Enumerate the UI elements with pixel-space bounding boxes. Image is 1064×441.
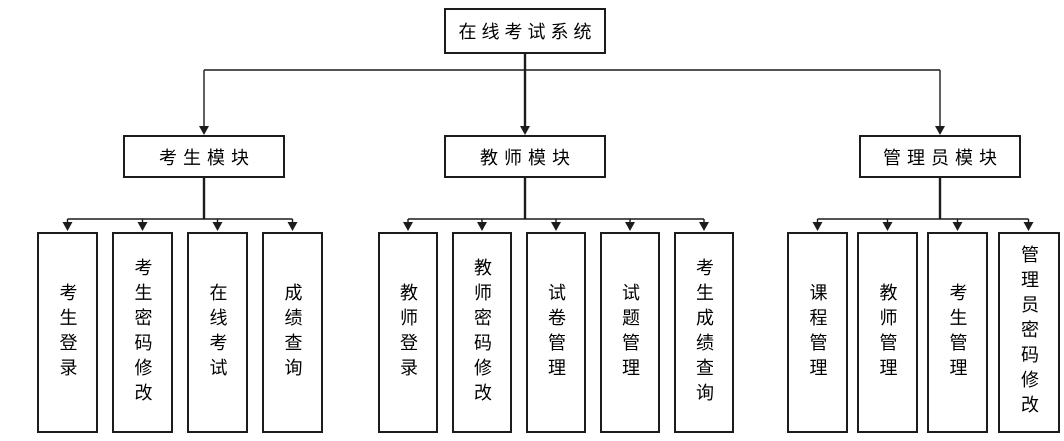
node-label: 课程管理 xyxy=(807,282,828,383)
node-label: 考生模块 xyxy=(159,147,255,168)
node-label: 教师密码修改 xyxy=(472,257,492,408)
arrow-head xyxy=(403,222,413,231)
arrow-head xyxy=(62,222,73,231)
node-label: 考生登录 xyxy=(57,282,78,383)
node-admin-password-change: 管理员密码修改 xyxy=(998,232,1060,433)
arrow-head xyxy=(699,222,709,231)
arrow-head xyxy=(1023,222,1034,231)
arrow-head xyxy=(952,222,963,231)
node-label: 试卷管理 xyxy=(546,282,566,383)
connector-root-to-modules xyxy=(199,54,945,135)
node-label: 考生成绩查询 xyxy=(694,257,714,408)
arrow-head xyxy=(551,222,561,231)
connector-admin-group xyxy=(812,178,1034,231)
node-course-management: 课程管理 xyxy=(787,232,848,433)
node-label: 管理员模块 xyxy=(883,147,1003,168)
connector-candidate-group xyxy=(62,178,298,231)
node-label: 教师登录 xyxy=(398,282,418,383)
arrow-head xyxy=(212,222,223,231)
arrow-head xyxy=(812,222,823,231)
node-label: 考生密码修改 xyxy=(132,257,153,408)
node-label: 教师管理 xyxy=(877,282,898,383)
node-module-teacher: 教师模块 xyxy=(444,135,606,178)
node-online-exam-system: 在线考试系统 xyxy=(444,8,606,54)
node-online-exam: 在线考试 xyxy=(187,232,248,433)
node-exam-question-management: 试题管理 xyxy=(600,232,660,433)
node-label: 教师模块 xyxy=(480,147,576,168)
node-candidate-login: 考生登录 xyxy=(37,232,98,433)
arrow-head xyxy=(137,222,148,231)
node-label: 考生管理 xyxy=(947,282,968,383)
arrow-head xyxy=(477,222,487,231)
arrow-head xyxy=(625,222,635,231)
node-module-admin: 管理员模块 xyxy=(859,135,1021,178)
node-candidate-management: 考生管理 xyxy=(927,232,988,433)
connector-teacher-group xyxy=(403,178,709,231)
node-candidate-password-change: 考生密码修改 xyxy=(112,232,173,433)
node-label: 试题管理 xyxy=(620,282,640,383)
arrow-head xyxy=(882,222,893,231)
node-score-query: 成绩查询 xyxy=(262,232,323,433)
node-exam-paper-management: 试卷管理 xyxy=(526,232,586,433)
arrow-head xyxy=(520,126,530,135)
node-candidate-score-query: 考生成绩查询 xyxy=(674,232,734,433)
arrow-head xyxy=(935,126,945,135)
node-teacher-management: 教师管理 xyxy=(857,232,918,433)
node-label: 在线考试 xyxy=(207,282,228,383)
node-label: 管理员密码修改 xyxy=(1019,245,1039,420)
arrow-head xyxy=(199,126,209,135)
node-teacher-login: 教师登录 xyxy=(378,232,438,433)
node-label: 成绩查询 xyxy=(282,282,303,383)
node-label: 在线考试系统 xyxy=(458,22,597,42)
node-teacher-password-change: 教师密码修改 xyxy=(452,232,512,433)
node-module-candidate: 考生模块 xyxy=(123,135,285,178)
arrow-head xyxy=(287,222,298,231)
